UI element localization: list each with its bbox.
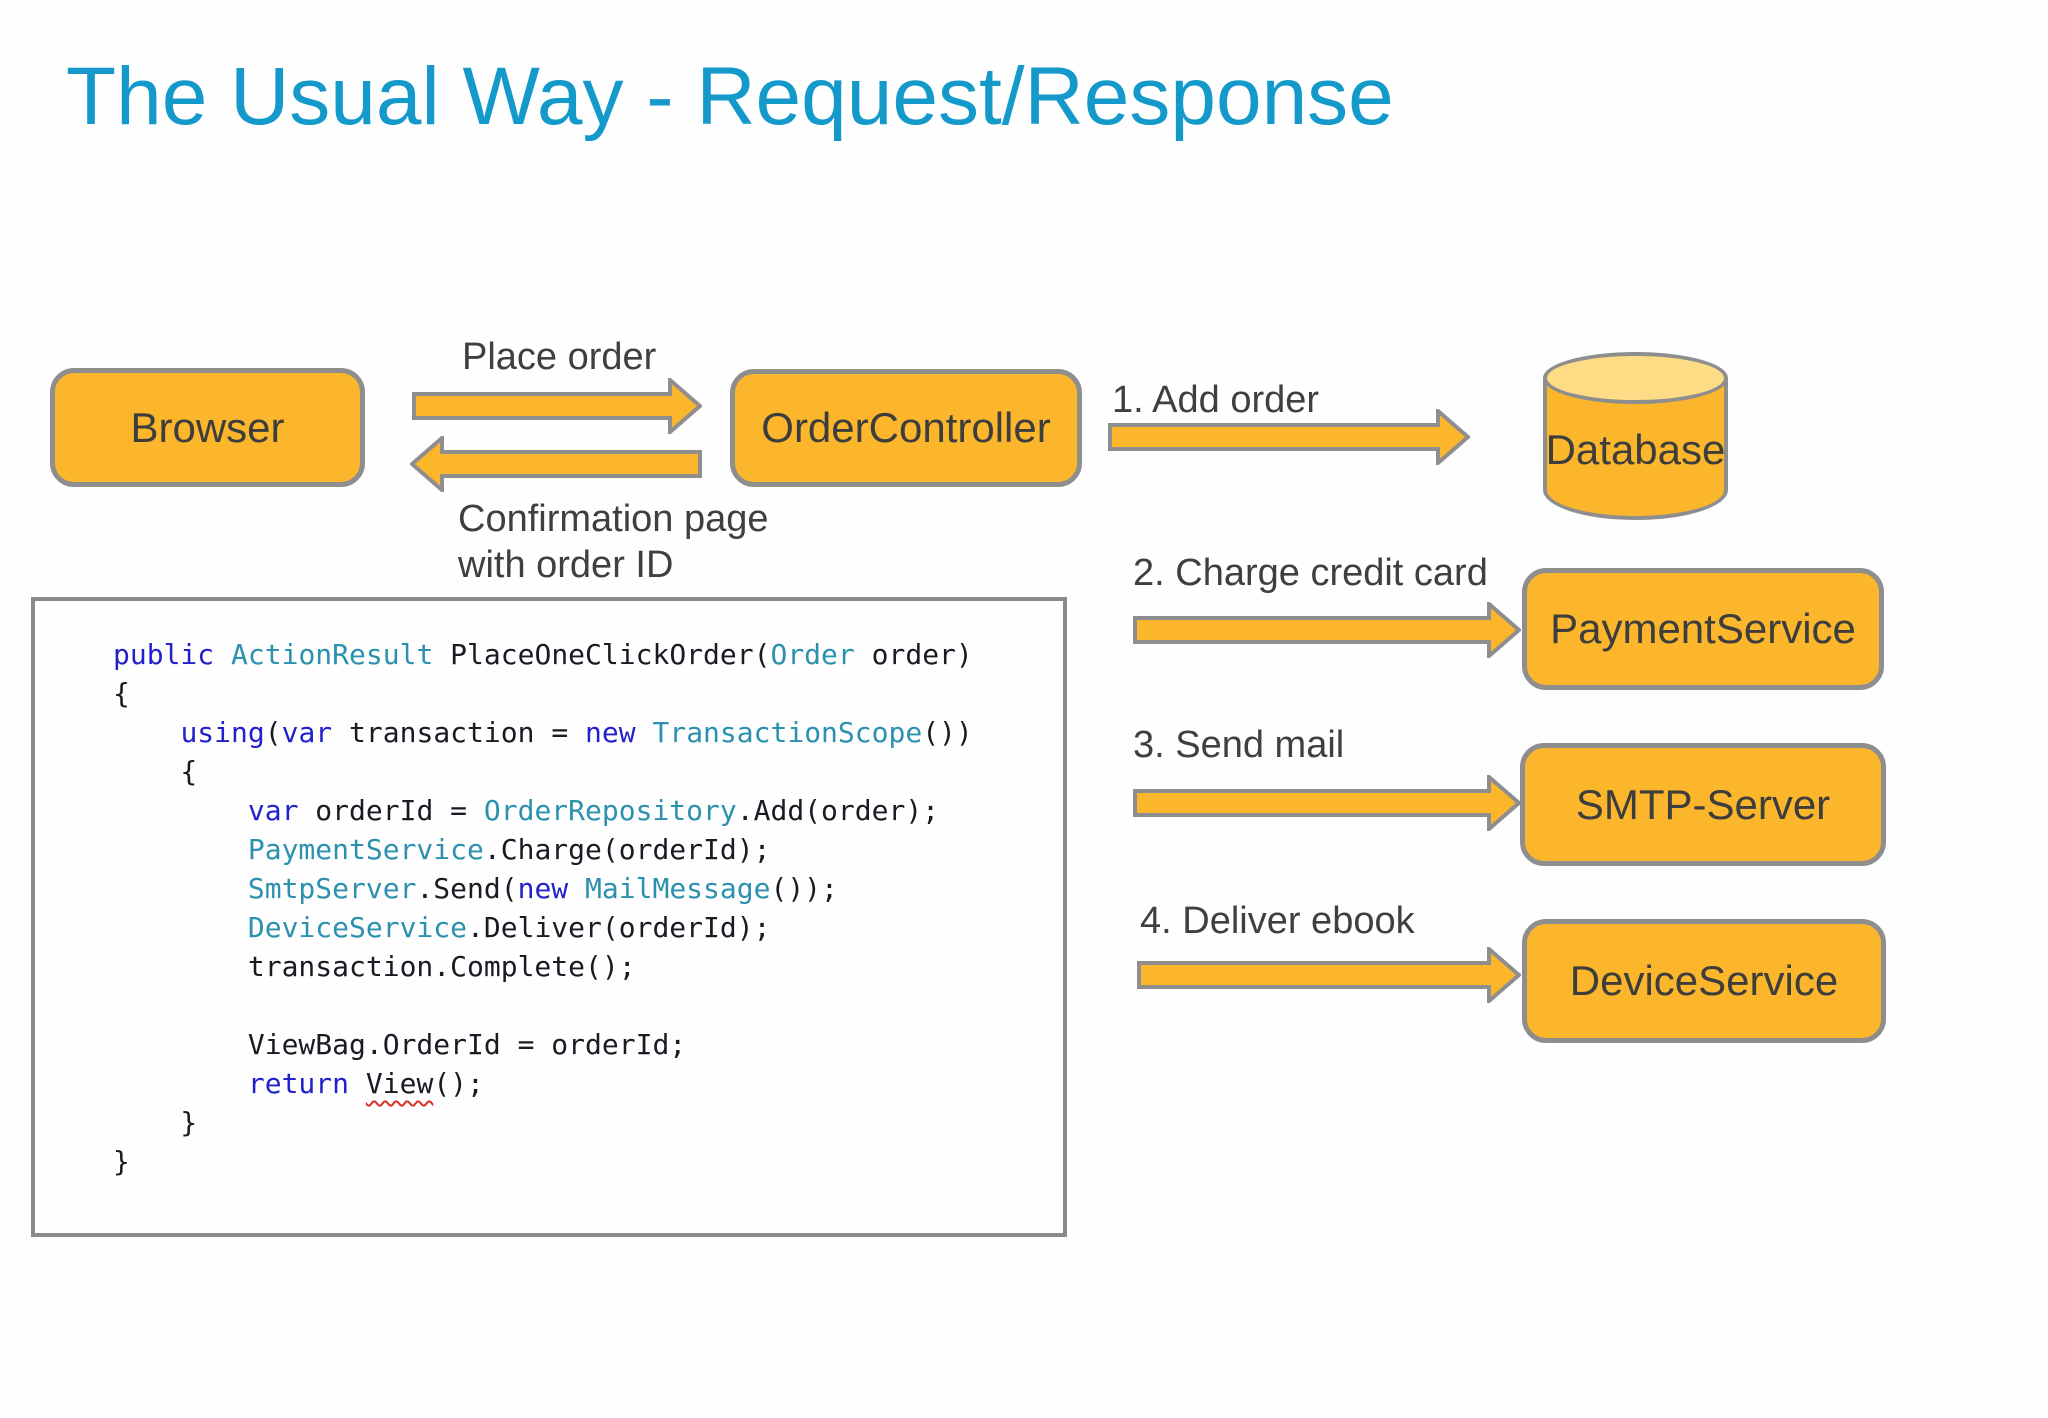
send-mail-label: 3. Send mail <box>1133 724 1345 766</box>
node-payment-service: PaymentService <box>1522 568 1884 690</box>
code-box: public ActionResult PlaceOneClickOrder(O… <box>31 597 1067 1237</box>
deliver-ebook-label: 4. Deliver ebook <box>1140 900 1415 942</box>
database-label: Database <box>1545 426 1726 473</box>
place-order-label: Place order <box>462 336 657 378</box>
database-cylinder-top <box>1543 352 1728 404</box>
add-order-arrow <box>1108 409 1470 465</box>
database-cylinder: Database <box>1543 352 1728 520</box>
node-device-service: DeviceService <box>1522 919 1886 1043</box>
charge-credit-card-label: 2. Charge credit card <box>1133 552 1488 594</box>
confirmation-arrow <box>410 436 702 492</box>
node-order-controller-label: OrderController <box>761 404 1051 451</box>
code-lines: public ActionResult PlaceOneClickOrder(O… <box>113 638 973 1178</box>
place-order-arrow <box>412 378 702 434</box>
deliver-ebook-arrow <box>1137 947 1521 1003</box>
node-smtp-server-label: SMTP-Server <box>1575 780 1831 828</box>
send-mail-arrow <box>1133 775 1521 831</box>
node-smtp-server: SMTP-Server <box>1520 743 1886 866</box>
charge-credit-card-arrow <box>1133 602 1521 658</box>
node-browser-label: Browser <box>130 403 285 451</box>
node-device-service-label: DeviceService <box>1569 957 1839 1004</box>
confirmation-label: Confirmation page with order ID <box>458 496 769 588</box>
page-title: The Usual Way - Request/Response <box>66 51 1394 142</box>
add-order-label: 1. Add order <box>1112 379 1320 421</box>
node-payment-service-label: PaymentService <box>1550 605 1856 652</box>
node-browser: Browser <box>50 368 365 487</box>
node-order-controller: OrderController <box>730 369 1082 487</box>
confirmation-label-line1: Confirmation page <box>458 498 769 540</box>
confirmation-label-line2: with order ID <box>458 544 674 586</box>
